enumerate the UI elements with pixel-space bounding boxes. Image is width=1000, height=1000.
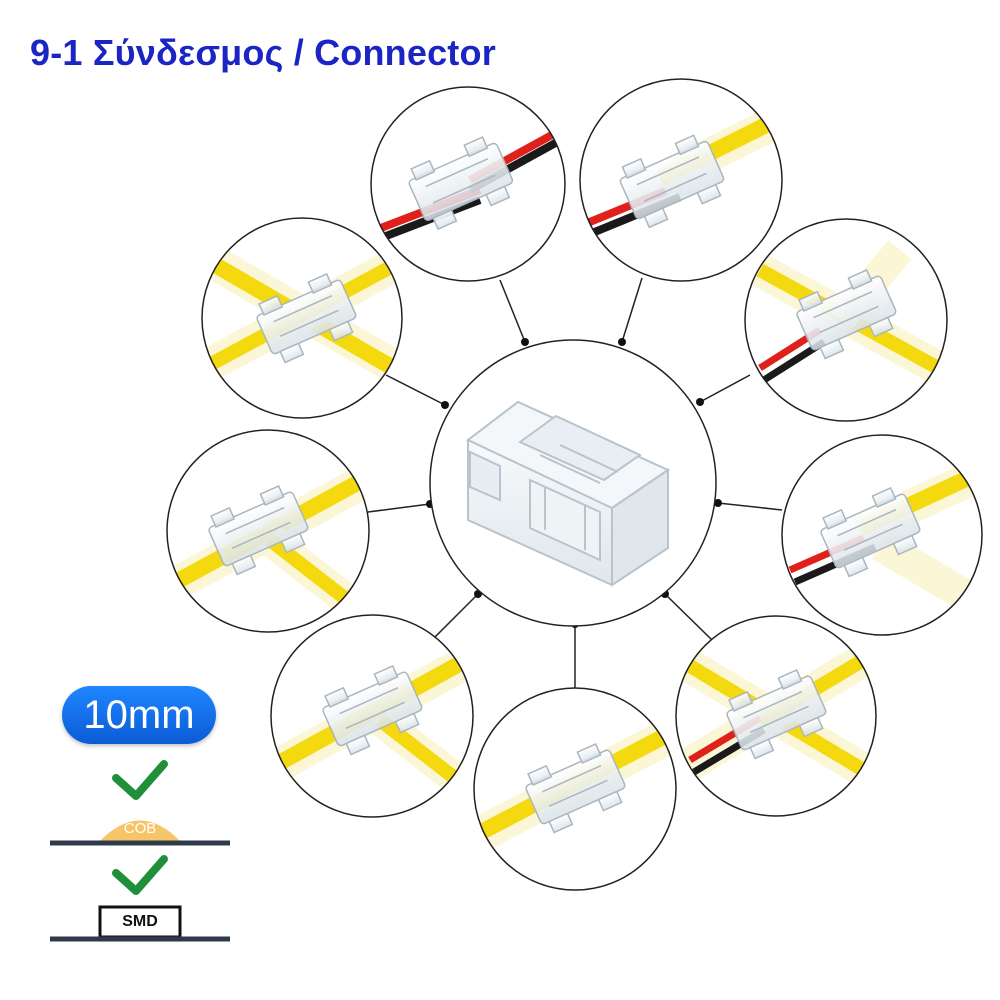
cob-strip-icon	[100, 820, 180, 841]
size-badge: 10mm	[62, 686, 216, 744]
cob-label: COB	[123, 820, 157, 837]
variant-strip-cross-wire	[675, 615, 877, 817]
center-connector-image	[429, 339, 717, 627]
smd-compatibility	[50, 855, 230, 942]
smd-label: SMD	[122, 913, 158, 930]
check-icon	[112, 760, 168, 800]
variant-strip-straight	[473, 687, 677, 891]
page-title: 9-1 Σύνδεσμος / Connector	[30, 32, 496, 73]
variant-strip-wire-corner	[744, 218, 948, 422]
variant-strip-t-junction	[166, 429, 370, 633]
variant-strip-l-cross	[201, 217, 403, 419]
variant-strip-to-wire	[579, 78, 783, 282]
variant-strip-to-wire-straight	[781, 434, 983, 636]
variant-strip-t-junction-down	[270, 614, 474, 818]
variant-wire-to-wire	[370, 86, 566, 282]
check-icon	[112, 855, 168, 895]
cob-compatibility	[50, 760, 230, 846]
connector-lines	[367, 277, 783, 688]
